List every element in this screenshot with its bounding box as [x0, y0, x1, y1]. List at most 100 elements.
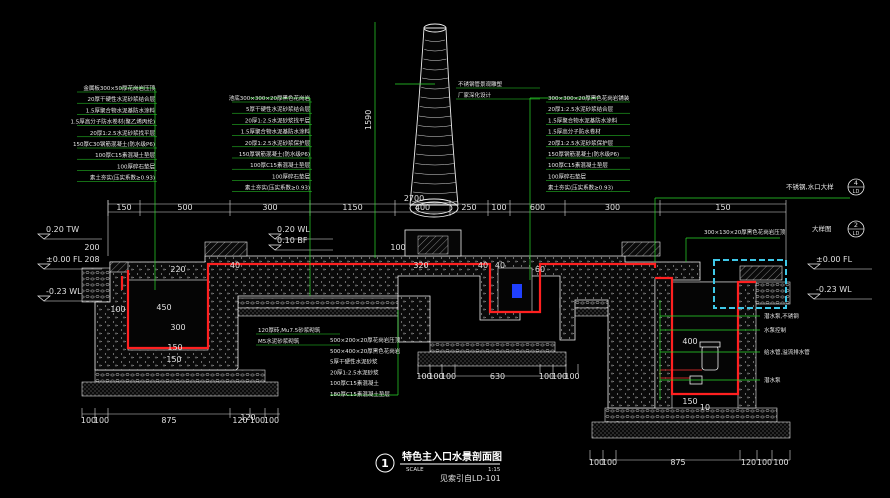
level-marker-5: ±0.00 FL	[816, 255, 853, 264]
dimension-lines	[82, 200, 790, 461]
misc-dim-0: 40	[230, 261, 240, 270]
notesLeft-line-7: 100厚碎石垫层	[117, 162, 155, 170]
misc-dim-6: 300	[170, 323, 185, 332]
notesLeft-line-8: 素土夯实(压实系数≥0.93)	[90, 174, 155, 182]
notesLeft-line-5: 150厚C30钢筋混凝土(防水级P6)	[73, 140, 155, 148]
pump-note-3: 潜水泵	[764, 376, 781, 384]
detail-tag-right-num: 2	[854, 221, 858, 229]
pump-note-0: 潜水泵,不锈钢	[764, 312, 799, 320]
notes-center-column: 池底300×300×20厚黑色花岗岩5厚干硬性水泥砂浆结合层20厚1:2.5水泥…	[229, 94, 312, 192]
misc-dim-16: 150	[167, 343, 182, 352]
chimney-height-label: 1590	[364, 110, 373, 130]
misc-dim-3: 450	[156, 303, 171, 312]
misc-dim-17: 120	[240, 413, 255, 422]
dimBottomMid-5: 100	[552, 372, 567, 381]
title-block: 1 特色主入口水景剖面图 SCALE 1:15 见索引自LD-101	[375, 450, 502, 483]
detail-tag-upper-right: 不锈钢,水口大样 4 LD	[786, 178, 865, 196]
dimBottomRight-2: 875	[670, 458, 685, 467]
notes-bottom-line-6: 100厚C15素混凝土	[330, 379, 379, 387]
misc-dim-12: 400	[682, 337, 697, 346]
dimBottomLeft-5: 100	[264, 416, 279, 425]
notesRight-line-0: 300×300×20厚黑色花岗岩铺装	[548, 94, 630, 102]
pump-note-1: 水泵控制	[764, 326, 787, 334]
dim-top-2: 300	[262, 203, 277, 212]
notesRight-line-5: 150厚钢筋混凝土(防水级P6)	[548, 150, 619, 158]
pump-note-2: 给水管,溢流排水管	[764, 348, 810, 356]
dimBottomMid-3: 630	[490, 372, 505, 381]
notesCenter-line-4: 20厚1:2.5水泥砂浆保护层	[245, 139, 311, 147]
dimBottomMid-4: 100	[539, 372, 554, 381]
notesRight-line-8: 素土夯实(压实系数≥0.93)	[548, 184, 613, 192]
notesRight-line-1: 20厚1:2.5水泥砂浆结合层	[548, 105, 614, 113]
scale-label: SCALE	[406, 467, 424, 473]
drawing-reference: 见索引自LD-101	[440, 473, 501, 483]
detail-tag-right: 大样图 2 LD	[812, 220, 865, 238]
notesCenter-line-8: 素土夯实(压实系数≥0.93)	[245, 184, 310, 192]
notesBottom-line-0: 120厚砖,Mu7.5砂浆砌筑	[258, 326, 321, 334]
notesCenter-line-7: 100厚碎石垫层	[272, 172, 310, 180]
dim-top-5: 250	[461, 203, 476, 212]
dimBottomMid-6: 100	[564, 372, 579, 381]
water-indicator	[512, 284, 522, 298]
notesCenter-line-0: 池底300×300×20厚黑色花岗岩	[229, 94, 311, 102]
dimBottomLeft-3: 120	[232, 416, 247, 425]
notesRight-line-6: 100厚C15素混凝土垫层	[548, 161, 608, 169]
detail-tag-right-sheet: LD	[853, 231, 860, 237]
notes-bottom-line-5: 20厚1:2.5水泥砂浆	[330, 368, 379, 376]
notes-bottom-line-7: 180厚C15素混凝土垫层	[330, 390, 390, 398]
detail-tag-upper-num: 4	[854, 179, 858, 187]
detail-tag-right-text: 大样图	[812, 224, 832, 233]
dimBottomMid-0: 100	[416, 372, 431, 381]
level-marker-2: -0.23 WL	[46, 287, 82, 296]
notesRight-line-7: 100厚碎石垫层	[548, 172, 586, 180]
notesRight-line-2: 1.5厚聚合物水泥基防水涂料	[548, 116, 618, 124]
notesCenter-line-6: 100厚C15素混凝土垫层	[250, 161, 310, 169]
misc-dim-15: 100	[390, 243, 405, 252]
dim-top-8: 300	[605, 203, 620, 212]
dimBottomRight-1: 100	[602, 458, 617, 467]
notes-bottom-line-3: 500×400×20厚黑色花岗岩	[330, 347, 401, 355]
notesChimney-line-1: 厂家深化设计	[458, 91, 492, 99]
misc-dim-1: 320	[413, 261, 428, 270]
detail-tag-upper-sheet: LD	[853, 189, 860, 195]
notesLeft-line-0: 金属板300×50厚花岗岩压顶	[83, 84, 155, 92]
notesLeft-line-1: 20厚干硬性水泥砂浆结合层	[88, 95, 156, 103]
waterproof-membrane	[120, 262, 756, 396]
level-markers: 0.20 TW±0.00 FL-0.23 WL0.20 WL0.10 BF±0.…	[37, 225, 872, 302]
notes-left-column: 金属板300×50厚花岗岩压顶20厚干硬性水泥砂浆结合层1.5厚聚合物水泥基防水…	[70, 84, 157, 182]
dim-top-4: 400	[415, 203, 430, 212]
notes-right-column: 300×300×20厚黑色花岗岩铺装 20厚1:2.5水泥砂浆结合层 1.5厚聚合物…	[546, 94, 630, 192]
drawing-title: 特色主入口水景剖面图	[402, 450, 502, 463]
annotation-leaders	[120, 83, 850, 400]
dim-top-7: 600	[530, 203, 545, 212]
level-marker-6: -0.23 WL	[816, 285, 852, 294]
dimBottomMid-2: 100	[441, 372, 456, 381]
level-marker-1: ±0.00 FL	[46, 255, 83, 264]
dimBottomLeft-0: 100	[81, 416, 96, 425]
dim-top-total: 2700	[404, 194, 424, 203]
notesBottom-line-1: M5水泥砂浆砌筑	[258, 337, 300, 345]
misc-dim-8: 200	[84, 243, 99, 252]
notesLeft-line-6: 100厚C15素混凝土垫层	[95, 151, 155, 159]
misc-dim-2: 40	[478, 261, 488, 270]
notesCenter-line-5: 150厚钢筋混凝土(防水级P6)	[239, 150, 310, 158]
misc-dim-13: 150	[682, 397, 697, 406]
dimBottomMid-1: 100	[428, 372, 443, 381]
drawing-number: 1	[381, 457, 389, 470]
notesLeft-line-3: 1.5厚高分子防水卷材(聚乙烯丙纶)	[70, 118, 155, 126]
detail-highlight-box	[713, 259, 787, 309]
notes-bottom-line-4: 5厚干硬性水泥砂浆	[330, 358, 378, 366]
dimBottomLeft-2: 875	[161, 416, 176, 425]
dim-top-1: 500	[177, 203, 192, 212]
level-marker-4: 0.10 BF	[277, 236, 308, 245]
misc-dim-14: 10	[700, 403, 710, 412]
dimBottomRight-3: 120	[741, 458, 756, 467]
